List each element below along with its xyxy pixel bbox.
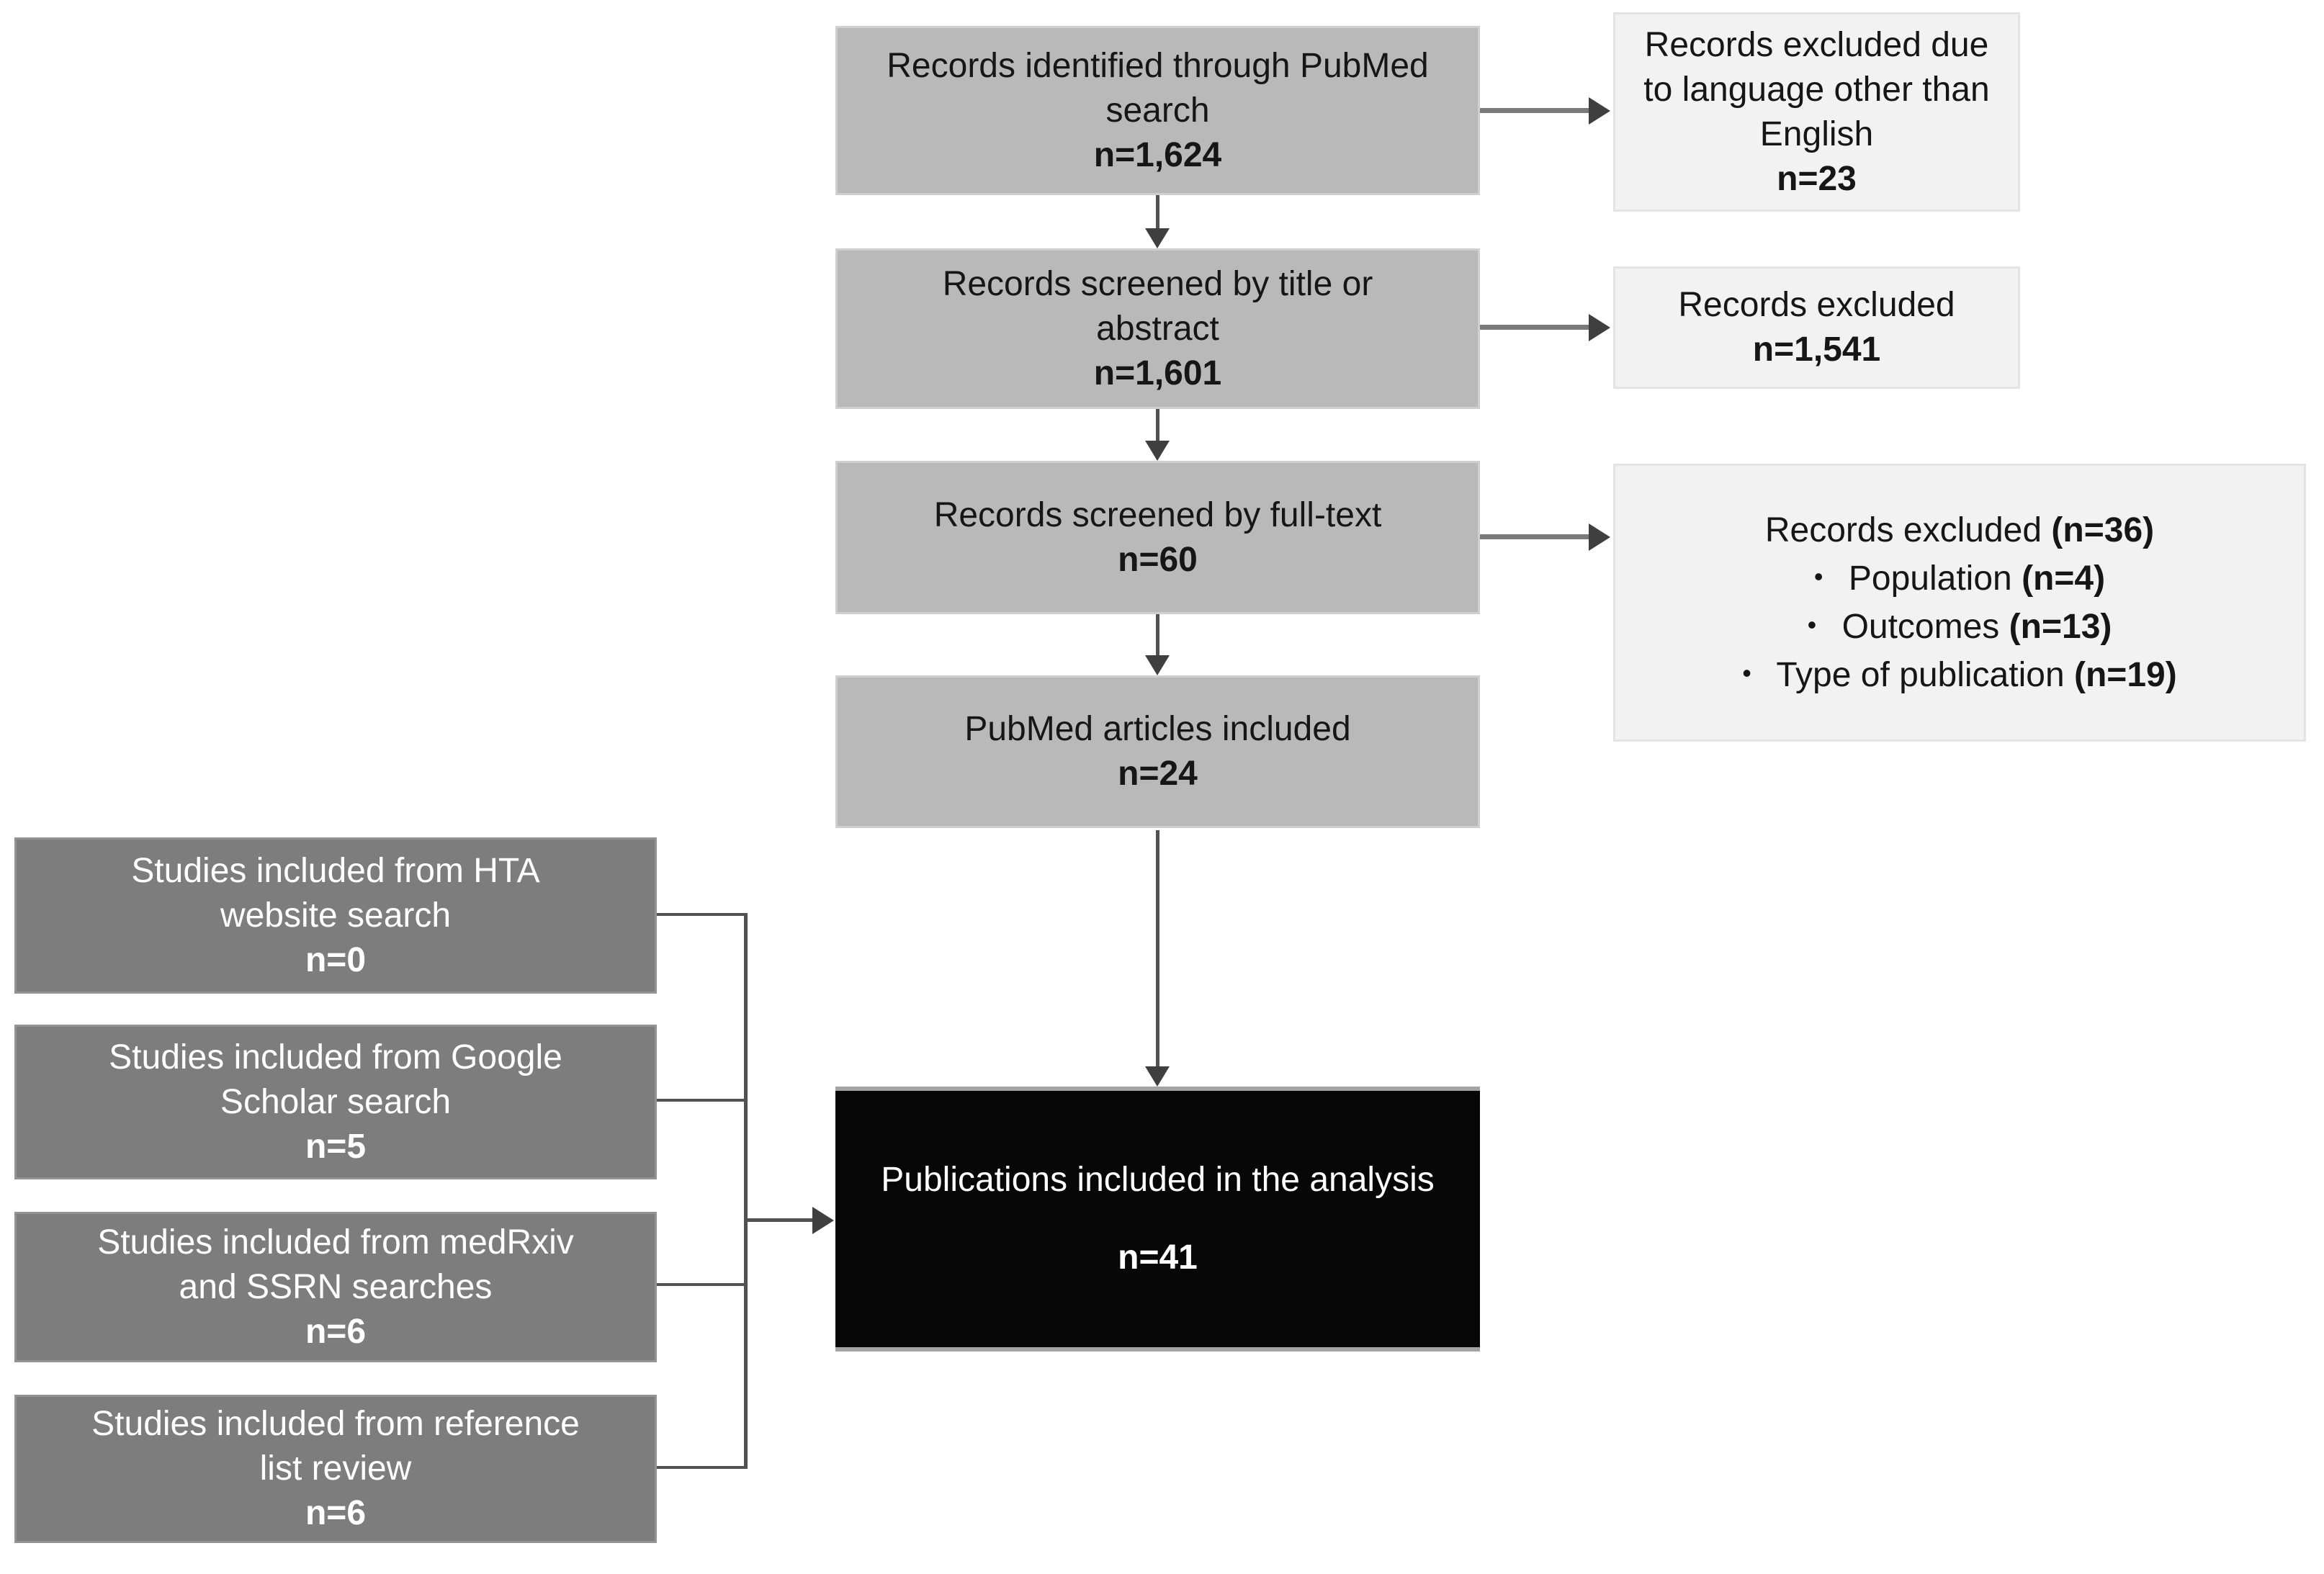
flow-box-count: n=1,624	[1093, 135, 1222, 174]
flow-box-label: Publications included in the analysis	[881, 1161, 1435, 1199]
bullet-count: (n=19)	[2073, 655, 2177, 694]
arrowhead-right-icon	[1589, 97, 1610, 125]
flow-box-count: n=1,541	[1752, 330, 1881, 369]
arrow-fulltext-to-included	[1156, 614, 1159, 657]
exclusion-bullet-outcomes: • Outcomes (n=13)	[1808, 602, 2112, 650]
bullet-label: Population	[1848, 559, 2012, 598]
flow-box-screened-title-abstract: Records screened by title or abstract n=…	[835, 248, 1480, 409]
arrowhead-down-icon	[1145, 655, 1170, 675]
flow-box-count: n=6	[305, 1494, 367, 1532]
arrowhead-right-icon	[812, 1207, 834, 1234]
bracket-vertical-line	[744, 913, 748, 1469]
bullet-icon: •	[1807, 609, 1817, 639]
bullet-label: Type of publication	[1776, 655, 2065, 694]
flow-box-excluded-fulltext-reasons: Records excluded (n=36) • Population (n=…	[1613, 464, 2306, 742]
arrow-identified-to-excluded-language	[1480, 108, 1590, 113]
arrow-screened-to-excluded	[1480, 325, 1590, 330]
bullet-label: Outcomes	[1841, 607, 2000, 646]
arrowhead-right-icon	[1589, 523, 1610, 551]
arrowhead-down-icon	[1145, 1066, 1170, 1087]
arrow-screened-to-fulltext	[1156, 409, 1159, 442]
exclusion-title: Records excluded	[1764, 511, 2042, 549]
flow-box-count: n=6	[305, 1312, 367, 1351]
arrow-included-to-final	[1156, 830, 1159, 1068]
flow-box-screened-fulltext: Records screened by full-text n=60	[835, 461, 1480, 614]
flow-box-count: n=41	[1118, 1238, 1198, 1277]
flow-box-label: Studies included from HTA website search	[131, 851, 540, 935]
flow-box-google-scholar-search: Studies included from Google Scholar sea…	[14, 1025, 657, 1179]
bracket-connector-hta	[657, 913, 745, 916]
bullet-count: (n=4)	[2022, 559, 2106, 598]
flow-box-excluded-language: Records excluded due to language other t…	[1613, 12, 2020, 212]
flow-box-label: Records screened by title or abstract	[942, 264, 1373, 348]
bullet-icon: •	[1742, 657, 1751, 688]
flow-box-label: Records excluded due to language other t…	[1643, 25, 1990, 153]
flow-box-reference-list-review: Studies included from reference list rev…	[14, 1395, 657, 1543]
bullet-count: (n=13)	[2009, 607, 2112, 646]
arrowhead-down-icon	[1145, 441, 1170, 461]
flow-box-label: Records excluded	[1678, 286, 1955, 324]
exclusion-bullet-population: • Population (n=4)	[1814, 554, 2105, 602]
flow-box-records-identified: Records identified through PubMed search…	[835, 26, 1480, 195]
bracket-connector-google-scholar	[657, 1099, 745, 1102]
bullet-icon: •	[1813, 561, 1823, 591]
arrow-sources-to-final	[744, 1218, 814, 1222]
arrowhead-down-icon	[1145, 228, 1170, 248]
bracket-connector-reference-list	[657, 1466, 745, 1469]
flow-box-count: n=1,601	[1093, 354, 1222, 392]
flow-box-count: n=60	[1118, 540, 1198, 579]
flow-box-medrxiv-ssrn-search: Studies included from medRxiv and SSRN s…	[14, 1212, 657, 1362]
exclusion-title-line: Records excluded (n=36)	[1765, 508, 2154, 554]
arrow-identified-to-screened	[1156, 195, 1159, 230]
flow-box-label: Studies included from Google Scholar sea…	[109, 1038, 562, 1121]
arrow-fulltext-to-excluded-reasons	[1480, 534, 1590, 539]
arrowhead-right-icon	[1589, 314, 1610, 341]
flow-box-label: Studies included from medRxiv and SSRN s…	[97, 1223, 574, 1306]
exclusion-bullet-publication-type: • Type of publication (n=19)	[1742, 650, 2176, 698]
flow-box-label: Records screened by full-text	[933, 495, 1382, 534]
flow-box-count: n=0	[305, 940, 367, 979]
flow-box-count: n=23	[1777, 159, 1857, 198]
flow-box-label: PubMed articles included	[964, 710, 1351, 748]
flow-box-excluded-title-abstract: Records excluded n=1,541	[1613, 266, 2020, 389]
flow-box-label: Records identified through PubMed search	[887, 46, 1429, 130]
flow-box-count: n=5	[305, 1127, 367, 1166]
bracket-connector-medrxiv	[657, 1283, 745, 1286]
exclusion-title-count: (n=36)	[2051, 511, 2155, 549]
flow-box-label: Studies included from reference list rev…	[91, 1405, 580, 1488]
flow-box-pubmed-included: PubMed articles included n=24	[835, 675, 1480, 828]
flow-box-count: n=24	[1118, 755, 1198, 793]
flow-box-hta-search: Studies included from HTA website search…	[14, 837, 657, 994]
flow-box-publications-included-final: Publications included in the analysis n=…	[835, 1087, 1480, 1352]
